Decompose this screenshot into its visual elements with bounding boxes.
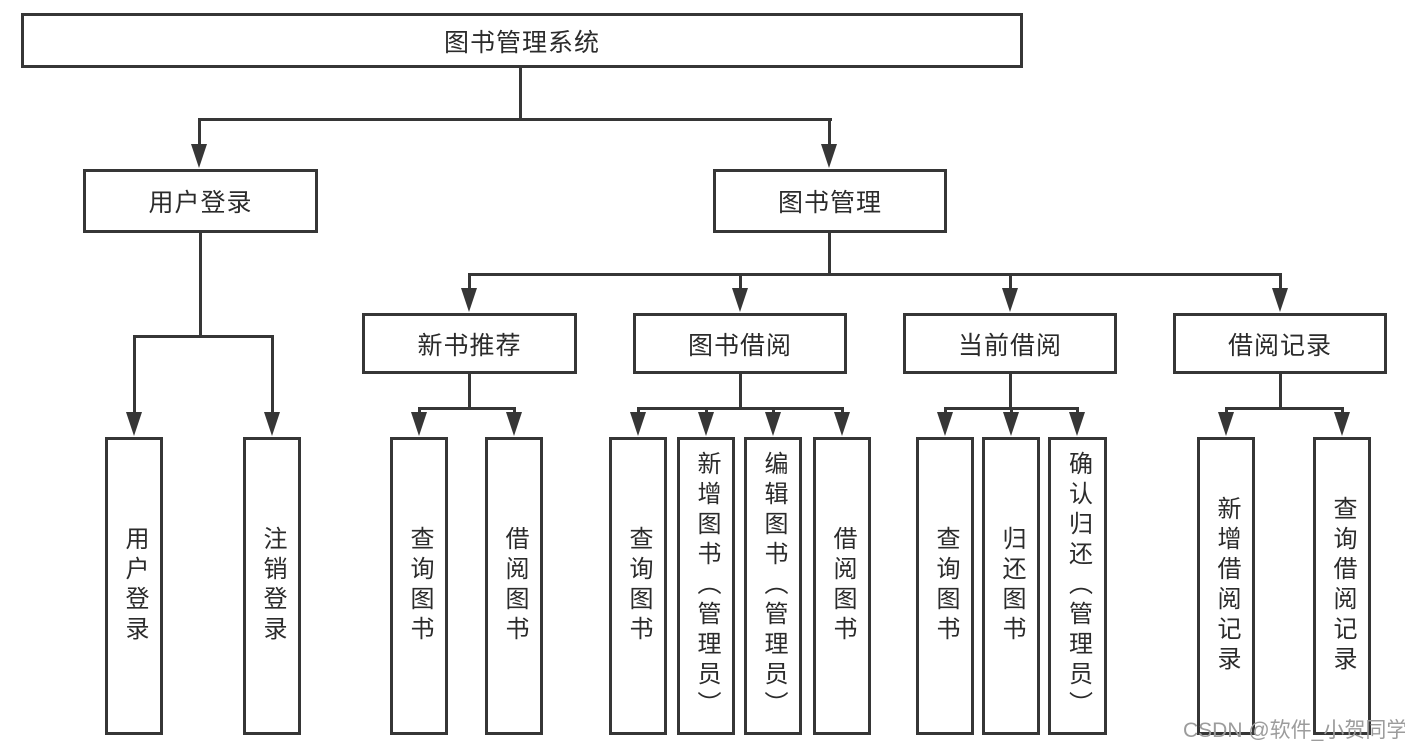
- node-label: 查询图书: [406, 526, 433, 646]
- connector-stem: [739, 374, 742, 407]
- arrow-down-icon: [126, 412, 142, 436]
- leaf-user-login: 用户登录: [105, 437, 163, 735]
- connector-drop: [133, 335, 136, 413]
- arrow-down-icon: [1272, 288, 1288, 312]
- arrow-down-icon: [1334, 412, 1350, 436]
- connector-rail: [418, 407, 516, 410]
- node-label: 新增借阅记录: [1213, 496, 1240, 676]
- arrow-down-icon: [461, 288, 477, 312]
- connector-rail: [468, 273, 1282, 276]
- arrow-down-icon: [506, 412, 522, 436]
- node-book-management: 图书管理: [713, 169, 947, 233]
- connector-stem: [828, 233, 831, 273]
- connector-drop: [828, 118, 831, 146]
- csdn-watermark: CSDN @软件_小贺同学: [1183, 719, 1405, 742]
- arrow-down-icon: [1003, 412, 1019, 436]
- node-borrowing-records: 借阅记录: [1173, 313, 1387, 374]
- node-root: 图书管理系统: [21, 13, 1023, 68]
- arrow-down-icon: [698, 412, 714, 436]
- connector-rail: [637, 407, 844, 410]
- node-label: 编辑图书（管理员）: [760, 451, 787, 721]
- leaf-search-books-current: 查询图书: [916, 437, 974, 735]
- connector-stem: [468, 374, 471, 407]
- leaf-search-borrow-record: 查询借阅记录: [1313, 437, 1371, 735]
- connector-stem: [199, 233, 202, 335]
- connector-rail: [198, 118, 832, 121]
- node-label: 图书管理: [777, 189, 882, 217]
- arrow-down-icon: [834, 412, 850, 436]
- node-label: 借阅记录: [1227, 331, 1332, 360]
- connector-drop: [468, 273, 471, 291]
- arrow-down-icon: [1069, 412, 1085, 436]
- node-label: 新书推荐: [417, 331, 522, 360]
- connector-stem: [1279, 374, 1282, 407]
- connector-rail: [133, 335, 274, 338]
- node-label: 图书借阅: [687, 331, 792, 360]
- leaf-return-books: 归还图书: [982, 437, 1040, 735]
- arrow-down-icon: [630, 412, 646, 436]
- node-label: 查询图书: [625, 526, 652, 646]
- arrow-down-icon: [1002, 288, 1018, 312]
- arrow-down-icon: [191, 144, 207, 168]
- node-label: 当前借阅: [957, 331, 1062, 360]
- node-label: 查询图书: [932, 526, 959, 646]
- node-label: 查询借阅记录: [1329, 496, 1356, 676]
- leaf-borrow-books-recommend: 借阅图书: [485, 437, 543, 735]
- connector-drop: [1009, 273, 1012, 291]
- node-label: 用户登录: [148, 189, 253, 217]
- node-new-book-recommendation: 新书推荐: [362, 313, 577, 374]
- connector-drop: [1279, 273, 1282, 291]
- leaf-logout: 注销登录: [243, 437, 301, 735]
- leaf-borrow-books: 借阅图书: [813, 437, 871, 735]
- node-label: 用户登录: [121, 526, 148, 646]
- arrow-down-icon: [821, 144, 837, 168]
- arrow-down-icon: [732, 288, 748, 312]
- connector-rail: [1225, 407, 1344, 410]
- node-label: 借阅图书: [501, 526, 528, 646]
- node-label: 图书管理系统: [443, 28, 600, 57]
- node-current-borrowing: 当前借阅: [903, 313, 1117, 374]
- arrow-down-icon: [411, 412, 427, 436]
- node-label: 注销登录: [259, 526, 286, 646]
- connector-drop: [739, 273, 742, 291]
- node-label: 借阅图书: [829, 526, 856, 646]
- arrow-down-icon: [765, 412, 781, 436]
- connector-drop: [271, 335, 274, 413]
- node-label: 归还图书: [998, 526, 1025, 646]
- node-label: 确认归还（管理员）: [1064, 451, 1092, 721]
- leaf-edit-books-admin: 编辑图书（管理员）: [744, 437, 802, 735]
- arrow-down-icon: [1218, 412, 1234, 436]
- connector-stem: [519, 68, 522, 118]
- leaf-add-books-admin: 新增图书（管理员）: [677, 437, 735, 735]
- connector-drop: [198, 118, 201, 146]
- leaf-confirm-return-admin: 确认归还（管理员）: [1048, 437, 1107, 735]
- leaf-search-books-borrowing: 查询图书: [609, 437, 667, 735]
- node-book-borrowing: 图书借阅: [633, 313, 847, 374]
- arrow-down-icon: [264, 412, 280, 436]
- node-label: 新增图书（管理员）: [693, 451, 720, 721]
- leaf-add-borrow-record: 新增借阅记录: [1197, 437, 1255, 735]
- node-user-login: 用户登录: [83, 169, 318, 233]
- connector-stem: [1009, 374, 1012, 407]
- arrow-down-icon: [937, 412, 953, 436]
- leaf-search-books-recommend: 查询图书: [390, 437, 448, 735]
